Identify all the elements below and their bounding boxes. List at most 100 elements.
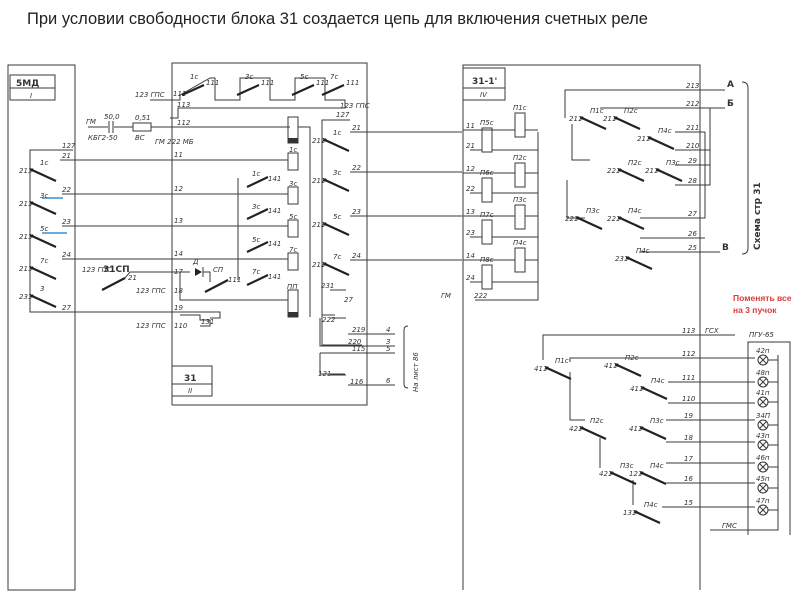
relay-label: П8с [480, 256, 494, 264]
lamp-cross [759, 441, 767, 449]
input-label: 11 [466, 122, 475, 130]
resistor-value: 0,51 [135, 114, 151, 122]
generated-elements: 1с211213с211225с211237с211243231271с1113… [19, 73, 778, 524]
wire-label: 123 ГПС [136, 322, 166, 330]
contact-label: 7с [333, 253, 341, 261]
lamp-cross [759, 506, 767, 514]
lamp-label: 48п [756, 369, 770, 377]
contact-out: 21 [352, 124, 361, 132]
wire-label: 115 [352, 345, 366, 353]
contact-pin: 231 [615, 255, 628, 263]
wire-label: 210 [686, 142, 700, 150]
contact-label: 7с [252, 268, 260, 276]
contact-label: П2с [624, 107, 638, 115]
wire-label: 18 [684, 434, 693, 442]
relay-coil [481, 219, 493, 245]
input-label: 22 [466, 185, 475, 193]
contact-blade [616, 364, 642, 377]
contact-out: 22 [352, 164, 361, 172]
lamp-cross [759, 398, 767, 406]
wire-label: 113 [682, 327, 695, 335]
contact-label: 7с [330, 73, 338, 81]
wire-label: 123 ГПС [82, 266, 112, 274]
contact-blade [642, 387, 668, 400]
contact-blade [649, 137, 675, 150]
contact-pin: 211 [312, 177, 325, 185]
wire-label: 116 [350, 378, 364, 386]
relay-coil [514, 247, 526, 273]
slide-title: При условии свободности блока 31 создает… [27, 10, 648, 28]
relay-label: П1с [513, 104, 527, 112]
contact-label: П3с [620, 462, 634, 470]
contact-label: 1с [333, 129, 341, 137]
relay-label: П5с [480, 119, 494, 127]
contact-pin: 141 [268, 273, 281, 281]
wire-label: 222 [474, 292, 488, 300]
lamp-cross [759, 484, 767, 492]
contact-pin: 421 [599, 470, 612, 478]
wire-label: 15 [684, 499, 693, 507]
relay-label: П3с [513, 196, 527, 204]
block-31-name: 31 [184, 374, 197, 384]
output-label: 4 [386, 326, 390, 334]
contact-out: 24 [62, 251, 71, 259]
block-5md: 5МД I 127 [7, 64, 76, 591]
contact-label: 3с [40, 192, 48, 200]
contact-pin: 411 [604, 362, 617, 370]
contact-label: 3с [245, 73, 253, 81]
lamp-label: 34П [756, 412, 771, 420]
relay-label: П4с [513, 239, 527, 247]
coil-label: 5с [289, 213, 297, 221]
contact-pin: 21 [128, 274, 137, 282]
contact-pin: 211 [645, 167, 658, 175]
contact-blade [31, 202, 57, 215]
contact-label: 1с [40, 159, 48, 167]
contact-blade [31, 267, 57, 280]
wire-label: 219 [352, 326, 366, 334]
contact-label: П4с [651, 377, 665, 385]
contact-label: 3с [252, 203, 260, 211]
coil-label: ПП [287, 283, 298, 291]
contact-label: П2с [625, 354, 639, 362]
wire-label: 127 [62, 142, 76, 150]
contact-pin: 231 [321, 282, 334, 290]
wire-label: ГМ 222 МБ [155, 138, 194, 146]
contact-blade [657, 169, 683, 182]
contact-pin: 141 [268, 175, 281, 183]
contact-blade [181, 83, 205, 97]
contact-pin: 221 [607, 167, 620, 175]
contact-blade [581, 427, 607, 440]
wire-label: 123 ГПС [135, 91, 165, 99]
contact-label: 5с [300, 73, 308, 81]
wire-label: 111 [173, 90, 186, 98]
contact-pin: 421 [569, 425, 582, 433]
contact-label: П1с [555, 357, 569, 365]
lamp-cross [759, 421, 767, 429]
contact-pin: 211 [19, 265, 32, 273]
wire-label: ГСХ [705, 327, 719, 335]
contact-blade [635, 511, 661, 524]
wire-label: ГМС [722, 522, 737, 530]
contact-pin: 111 [346, 79, 359, 87]
input-label: 12 [466, 165, 475, 173]
pgu-name: ПГУ-65 [749, 331, 774, 339]
wire-label: 13 [174, 217, 183, 225]
output-label: 6 [386, 377, 391, 385]
relay-coil [514, 204, 526, 230]
contact-label: П4с [628, 207, 642, 215]
contact-pin: 211 [603, 115, 616, 123]
contact-label: П4с [658, 127, 672, 135]
contact-blade [615, 117, 641, 130]
output-arrow-v: В [722, 243, 729, 253]
contact-pin: 231 [19, 293, 32, 301]
wire-label: 110 [682, 395, 696, 403]
output-arrow-a: А [727, 80, 734, 90]
relay-label: П7с [480, 211, 494, 219]
block-31-1: 31-1' IV 222 ГМ 213 212 211 210 29 28 27… [441, 64, 779, 590]
contact-label: 5с [333, 213, 341, 221]
lamp-label: 42п [756, 347, 770, 355]
output-arrow-b: Б [727, 99, 734, 109]
wire-label: 112 [682, 350, 696, 358]
wire-label: 19 [684, 412, 693, 420]
